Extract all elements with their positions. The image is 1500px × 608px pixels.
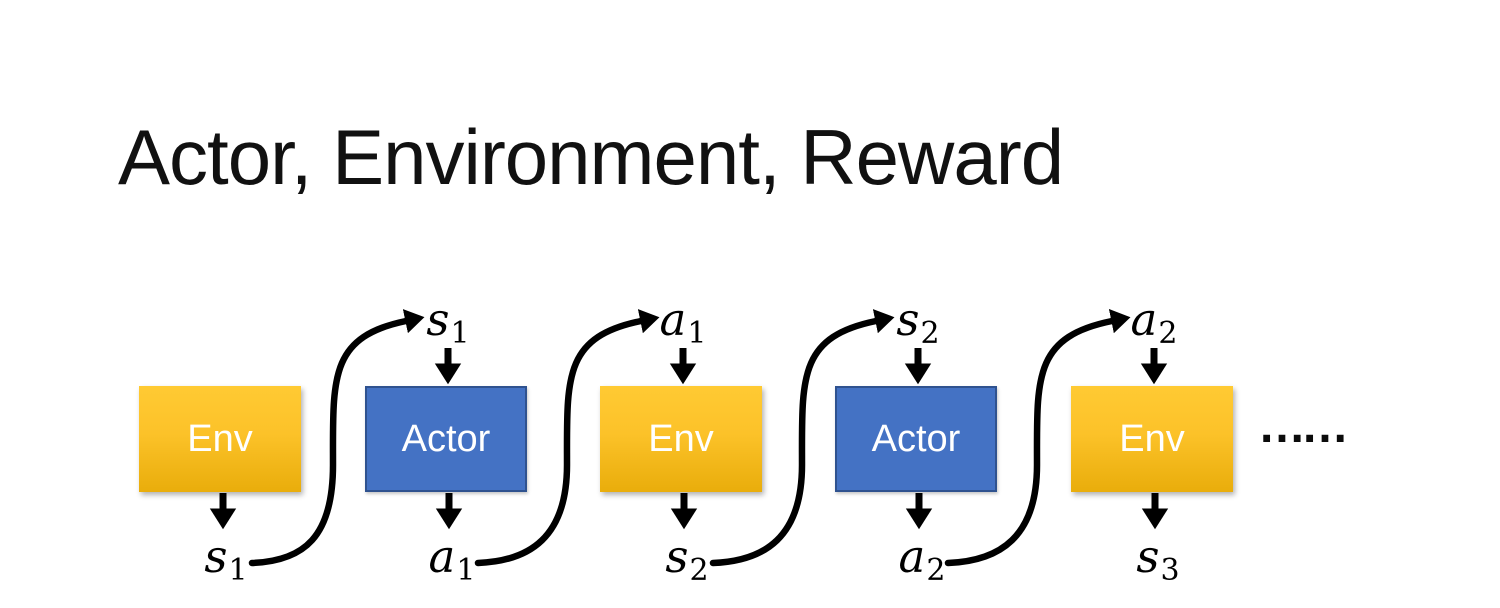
bottom-label-s3: s3 (1136, 530, 1180, 588)
curve-arrow-s2 (709, 309, 895, 567)
actor-box-2-label: Actor (871, 417, 961, 460)
curve-arrow-s1 (248, 309, 425, 567)
bottom-label-s1: s1 (204, 530, 248, 588)
bottom-label-s2: s2 (665, 530, 709, 588)
curve-arrow-a1 (474, 309, 660, 567)
env-box-2: Env (600, 386, 762, 492)
actor-box-1-label: Actor (401, 417, 491, 460)
continuation-ellipsis: …… (1258, 400, 1349, 453)
actor-box-1: Actor (365, 386, 527, 492)
env-box-3: Env (1071, 386, 1233, 492)
top-label-a2: a2 (1130, 293, 1178, 351)
env-box-1: Env (139, 386, 301, 492)
env-box-2-label: Env (648, 417, 714, 460)
top-label-s1: s1 (426, 293, 470, 351)
bottom-label-a2: a2 (898, 530, 946, 588)
bottom-label-a1: a1 (428, 530, 476, 588)
env-box-3-label: Env (1119, 417, 1185, 460)
slide-title: Actor, Environment, Reward (118, 113, 1064, 201)
top-label-a1: a1 (659, 293, 707, 351)
env-box-1-label: Env (187, 417, 253, 460)
curve-arrow-a2 (944, 309, 1131, 567)
actor-box-2: Actor (835, 386, 997, 492)
top-label-s2: s2 (896, 293, 940, 351)
